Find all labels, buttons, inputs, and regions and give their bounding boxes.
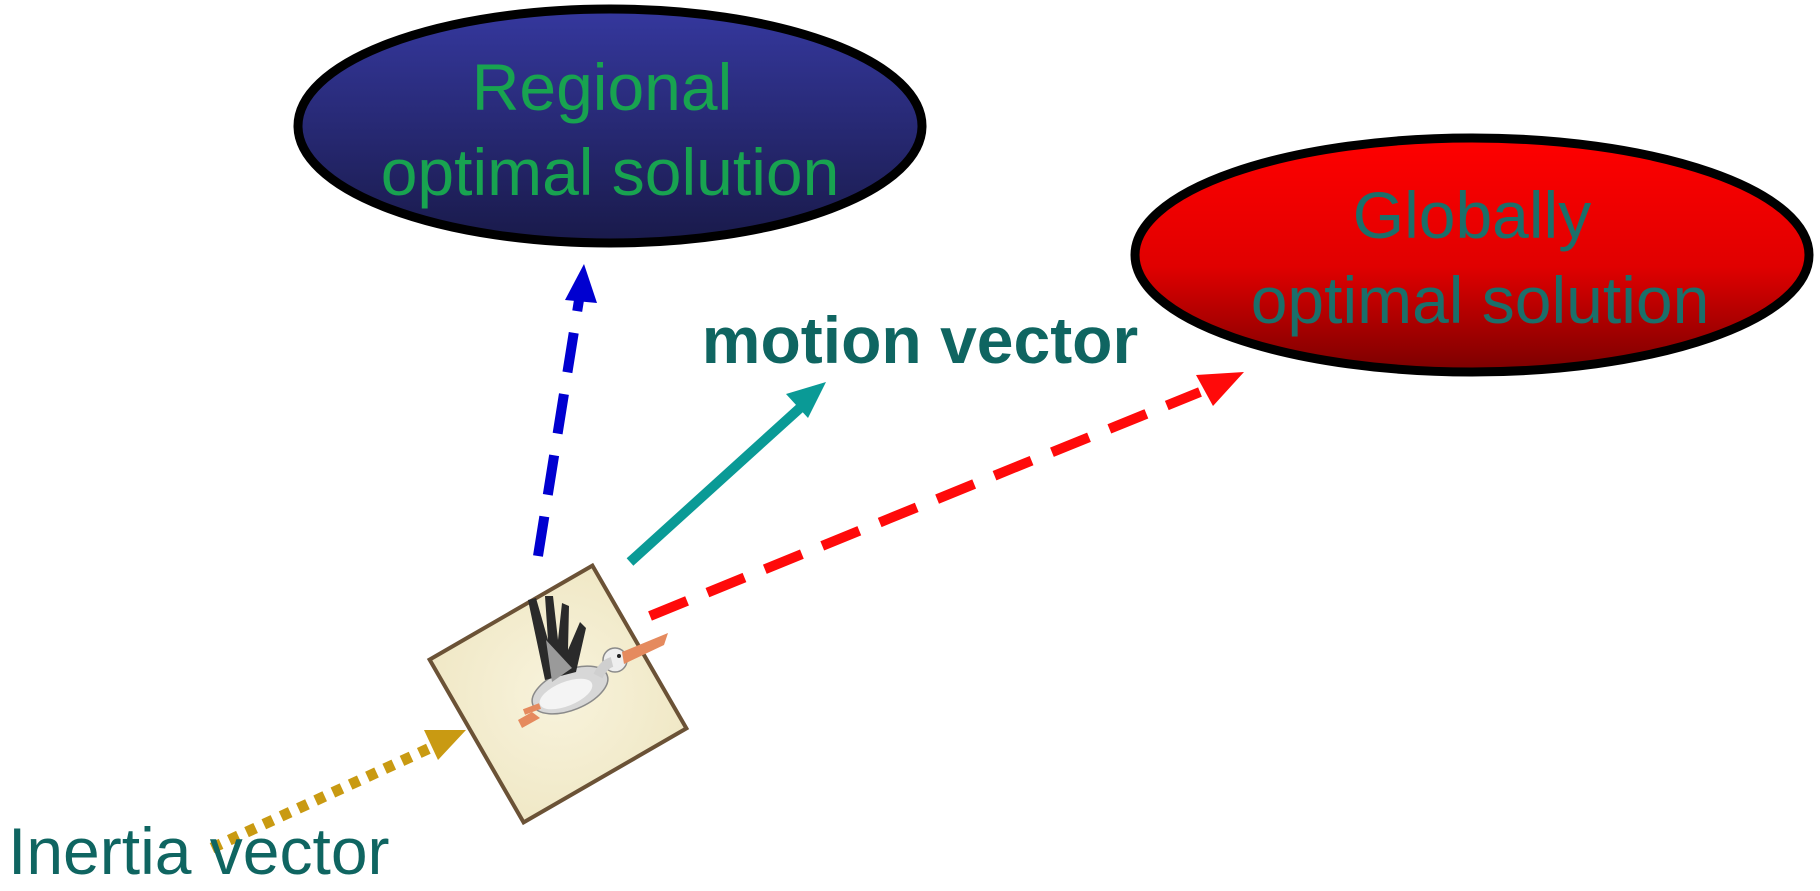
global-label-line1: Globally (1353, 178, 1591, 252)
global-arrowhead-icon (1196, 372, 1244, 406)
regional-label-line2: optimal solution (381, 135, 840, 209)
regional-best-arrow (533, 264, 597, 557)
motion-arrowhead-icon (786, 382, 826, 418)
global-label-line2: optimal solution (1251, 263, 1710, 337)
regional-arrowhead-icon (565, 264, 597, 303)
motion-vector-label: motion vector (702, 303, 1138, 377)
inertia-vector-label: Inertia vector (8, 814, 390, 888)
particle-tile (426, 562, 690, 826)
global-optimum-node: Globally optimal solution (1130, 133, 1814, 377)
motion-vector-arrow (626, 382, 826, 566)
regional-optimum-node: Regional optimal solution (293, 4, 927, 248)
regional-label-line1: Regional (472, 50, 733, 124)
inertia-arrowhead-icon (424, 730, 466, 760)
inertia-vector-arrow (209, 730, 466, 853)
pelican-icon (518, 596, 668, 728)
global-best-arrow (648, 372, 1244, 621)
